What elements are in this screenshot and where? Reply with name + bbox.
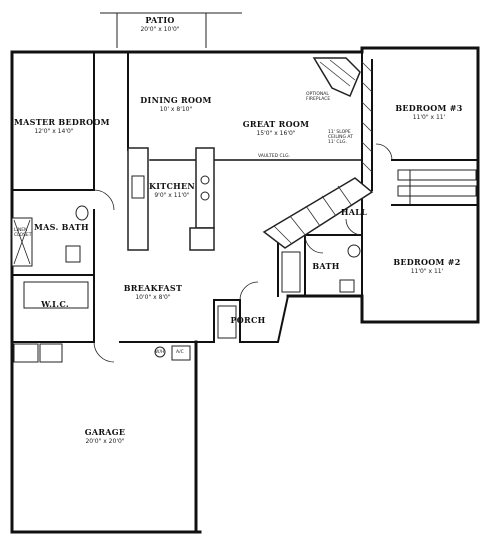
bedroom-3-size: 11'0" x 11' [412,114,446,121]
wic-label: W.I.C. [41,299,69,309]
hall-stairs [262,61,374,249]
porch-details [217,305,237,339]
master-bath-name: MAS. BATH [34,222,89,232]
fireplace [312,57,361,97]
kitchen-size: 9'0" x 11'0" [154,192,190,199]
master-bedroom-label: MASTER BEDROOM [14,117,110,127]
linen-note-line-1: LINEN [14,228,28,233]
garage-size: 20'0" x 20'0" [85,438,125,445]
fireplace-note: OPTIONAL FIREPLACE [306,92,330,102]
garage-fixtures [13,343,191,363]
porch-label: PORCH [230,315,266,325]
great-room-size: 15'0" x 16'0" [256,130,296,137]
garage-label: GARAGE [84,427,126,437]
exterior-walls [10,46,480,534]
ceiling-note-line-2: CEILING AT [328,135,353,140]
kitchen-counters [127,147,215,251]
master-bath-fixtures [11,205,89,309]
hall-label: HALL [340,207,368,217]
master-bedroom-size: 12'0" x 14'0" [34,128,74,135]
ceiling-note-line-3: 11' CLG. [328,140,347,145]
fireplace-note-line-1: OPTIONAL [306,92,329,97]
breakfast-size: 10'0" x 8'0" [135,294,171,301]
great-room-label: GREAT ROOM [242,119,310,129]
dining-room-label: DINING ROOM [140,95,212,105]
patio-outline [100,12,242,48]
door-swings [93,143,393,363]
ac-note: A/C [176,350,184,355]
bedroom-2-label: BEDROOM #2 [393,257,461,267]
master-bath-label: MAS. BATH [34,222,89,233]
bath-fixtures [281,244,361,293]
vaulted-ceiling-note: VAULTED CLG. [258,154,291,159]
bedroom-3-label: BEDROOM #3 [395,103,463,113]
patio-label: PATIO [145,15,175,25]
bath-label: BATH [312,261,340,271]
kitchen-label: KITCHEN [148,181,196,191]
breakfast-label: BREAKFAST [123,283,183,293]
ceiling-note-line-1: 11' SLOPE [328,130,351,135]
bedroom-2-size: 11'0" x 11' [410,268,444,275]
ceiling-note: 11' SLOPE CEILING AT 11' CLG. [328,130,353,145]
water-heater-note: W/H [155,350,165,355]
dining-room-size: 10' x 8'10" [159,106,193,113]
patio-size: 20'0" x 10'0" [140,26,180,33]
fireplace-note-line-2: FIREPLACE [306,97,331,102]
bedroom-closets [397,169,477,205]
linen-note-line-2: CLOSET [14,233,32,238]
linen-closet-note: LINEN CLOSET [14,228,31,238]
